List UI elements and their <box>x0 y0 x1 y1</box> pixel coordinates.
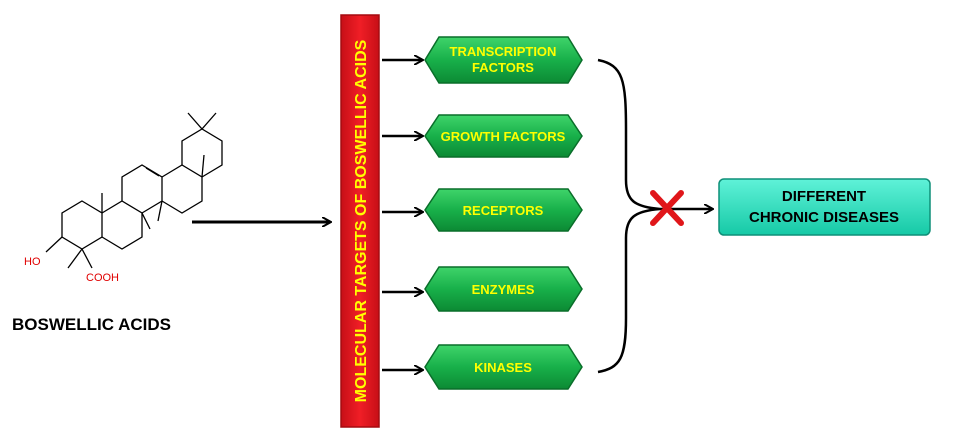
target-label-line1: TRANSCRIPTION <box>450 44 557 59</box>
compound-name: BOSWELLIC ACIDS <box>12 315 171 334</box>
target-box-enzymes: ENZYMES <box>424 266 583 312</box>
central-bar-label: MOLECULAR TARGETS OF BOSWELLIC ACIDS <box>353 39 370 402</box>
boswellic-acid-structure: HO COOH <box>24 112 223 284</box>
outcome-box: DIFFERENT CHRONIC DISEASES <box>718 178 931 236</box>
outcome-label-line1: DIFFERENT <box>782 188 866 205</box>
carboxyl-label: COOH <box>86 272 119 284</box>
target-label: RECEPTORS <box>463 203 544 218</box>
target-label: ENZYMES <box>472 282 535 297</box>
target-box-transcription-factors: TRANSCRIPTION FACTORS <box>424 36 583 84</box>
target-arrows <box>382 60 422 370</box>
grouping-brace <box>597 58 661 374</box>
red-x-icon <box>650 190 684 226</box>
central-bar: MOLECULAR TARGETS OF BOSWELLIC ACIDS <box>340 14 380 428</box>
target-box-receptors: RECEPTORS <box>424 188 583 232</box>
outcome-label-line2: CHRONIC DISEASES <box>749 209 899 226</box>
hydroxyl-label: HO <box>24 256 41 268</box>
target-label: GROWTH FACTORS <box>441 129 566 144</box>
target-box-kinases: KINASES <box>424 344 583 390</box>
target-box-growth-factors: GROWTH FACTORS <box>424 114 583 158</box>
target-label-line2: FACTORS <box>472 60 534 75</box>
target-label: KINASES <box>474 360 532 375</box>
